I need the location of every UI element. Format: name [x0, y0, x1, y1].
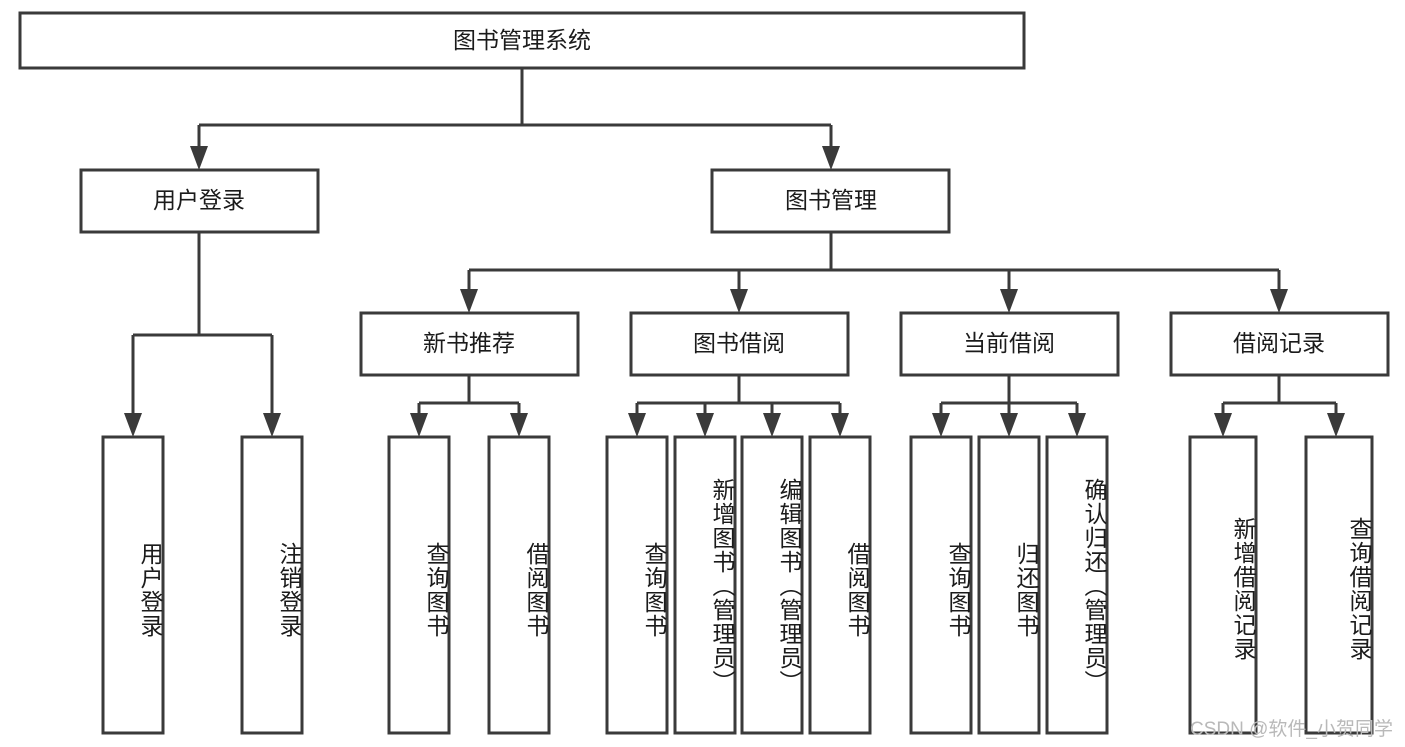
- arrowhead-user-login: [190, 146, 208, 170]
- node-new-book-rec-label: 新书推荐: [423, 330, 515, 356]
- arrowhead-leaf-return-book: [1000, 413, 1018, 437]
- node-borrow-record-label: 借阅记录: [1233, 330, 1325, 356]
- node-leaf-return-book[interactable]: [977, 435, 1041, 735]
- connector-group-borrow-record: [1214, 375, 1345, 437]
- node-leaf-query-book-3[interactable]: [909, 435, 973, 735]
- node-leaf-edit-book[interactable]: [740, 435, 804, 735]
- node-user-login[interactable]: [79, 168, 320, 234]
- arrowhead-leaf-query-record: [1327, 413, 1345, 437]
- node-leaf-query-record[interactable]: [1304, 435, 1374, 735]
- node-user-login-label: 用户登录: [153, 187, 245, 213]
- node-leaf-query-book-2[interactable]: [605, 435, 669, 735]
- arrowhead-new-book-rec: [460, 289, 478, 313]
- arrowhead-leaf-query-book-2: [628, 413, 646, 437]
- connector-group-book-manage: [460, 232, 1288, 313]
- arrowhead-book-manage: [822, 146, 840, 170]
- arrowhead-leaf-query-book-3: [932, 413, 950, 437]
- node-current-borrow[interactable]: [899, 311, 1120, 377]
- arrowhead-borrow-record: [1270, 289, 1288, 313]
- connector-group-user-login: [124, 232, 281, 437]
- node-book-borrow-label: 图书借阅: [693, 330, 785, 356]
- node-root[interactable]: [18, 11, 1026, 70]
- arrowhead-leaf-borrow-book-1: [510, 413, 528, 437]
- node-new-book-rec[interactable]: [359, 311, 580, 377]
- arrowhead-book-borrow: [730, 289, 748, 313]
- arrowhead-leaf-add-record: [1214, 413, 1232, 437]
- arrowhead-leaf-edit-book: [763, 413, 781, 437]
- connector-group-root: [190, 68, 840, 170]
- node-leaf-borrow-book-1[interactable]: [487, 435, 551, 735]
- connector-group-book-borrow: [628, 375, 849, 437]
- node-borrow-record[interactable]: [1169, 311, 1390, 377]
- node-book-manage-label: 图书管理: [785, 187, 877, 213]
- connector-group-new-book-rec: [410, 375, 528, 437]
- arrowhead-current-borrow: [1000, 289, 1018, 313]
- node-leaf-query-book-1[interactable]: [387, 435, 451, 735]
- node-current-borrow-label: 当前借阅: [963, 330, 1055, 356]
- arrowhead-leaf-borrow-book-2: [831, 413, 849, 437]
- node-leaf-logout[interactable]: [240, 435, 304, 735]
- node-leaf-add-book[interactable]: [673, 435, 737, 735]
- node-leaf-add-record[interactable]: [1188, 435, 1258, 735]
- node-leaf-confirm-return[interactable]: [1045, 435, 1109, 735]
- arrowhead-leaf-query-book-1: [410, 413, 428, 437]
- arrowhead-leaf-confirm-return: [1068, 413, 1086, 437]
- arrowhead-leaf-add-book: [696, 413, 714, 437]
- arrowhead-leaf-user-login: [124, 413, 142, 437]
- node-leaf-user-login[interactable]: [101, 435, 165, 735]
- connector-group-current-borrow: [932, 375, 1086, 437]
- node-book-borrow[interactable]: [629, 311, 850, 377]
- node-book-manage[interactable]: [710, 168, 951, 234]
- node-root-label: 图书管理系统: [453, 27, 591, 53]
- arrowhead-leaf-logout: [263, 413, 281, 437]
- node-leaf-borrow-book-2[interactable]: [808, 435, 872, 735]
